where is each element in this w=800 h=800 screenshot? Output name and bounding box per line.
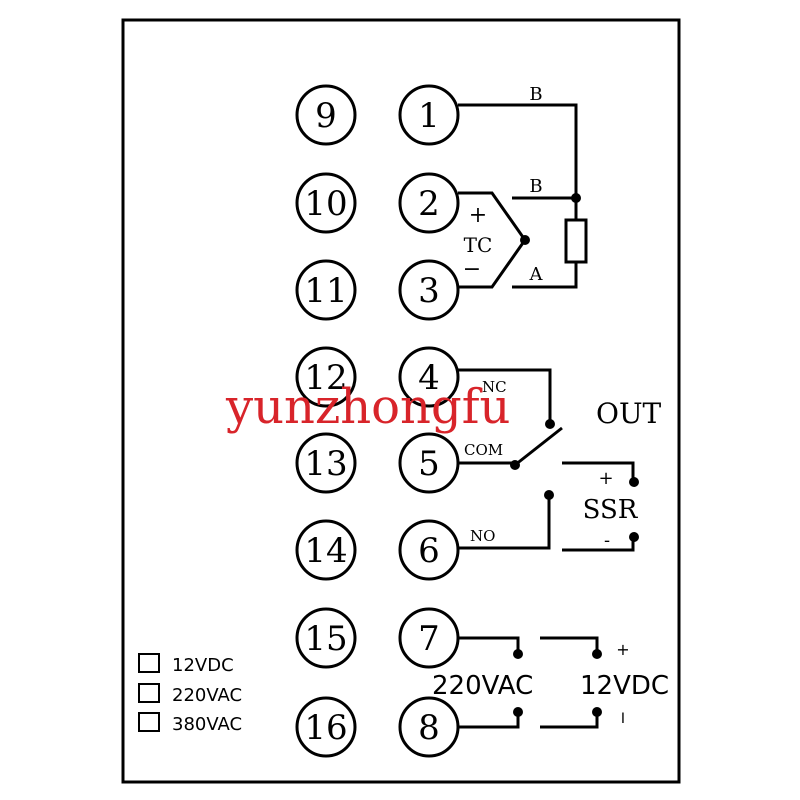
terminal-6-label: 6 (418, 531, 440, 571)
terminal-8: 8 (398, 696, 460, 758)
wire-nc (458, 368, 552, 420)
wire-ssr-plus (562, 461, 635, 482)
vac-top-dot (513, 649, 523, 659)
terminal-11-label: 11 (304, 271, 347, 311)
sensor-wiring (458, 103, 588, 289)
ssr-minus-sign: - (604, 530, 610, 551)
terminal-4-label: 4 (418, 358, 440, 398)
wire-rtd-a (512, 262, 578, 289)
label-b-mid: B (529, 176, 542, 197)
power-option-legend: 12VDC 220VAC 380VAC (138, 653, 242, 735)
label-com: COM (464, 441, 503, 459)
terminal-12-label: 12 (304, 358, 347, 398)
vdc-bottom-dot (592, 707, 602, 717)
checkbox-220vac (138, 683, 160, 703)
right-terminal-column: 1 2 3 4 5 6 7 8 (398, 84, 460, 758)
left-terminal-column: 9 10 11 12 13 14 15 16 (295, 84, 357, 758)
wire-terminal-1-b (458, 103, 578, 198)
terminal-2: 2 (398, 172, 460, 234)
terminal-5-label: 5 (418, 444, 440, 484)
rtd-resistor-symbol (564, 218, 588, 264)
terminal-15-label: 15 (304, 619, 347, 659)
terminal-10: 10 (295, 172, 357, 234)
relay-no-contact-dot (544, 490, 554, 500)
terminal-9-label: 9 (315, 96, 337, 136)
terminal-3-label: 3 (418, 271, 440, 311)
relay-wiring (458, 368, 563, 550)
thermocouple-junction-dot (520, 235, 530, 245)
wire-no (458, 495, 551, 550)
ssr-plus-dot (629, 477, 639, 487)
terminal-14-label: 14 (304, 531, 347, 571)
junction-dot-b (571, 193, 581, 203)
terminal-16-label: 16 (304, 708, 347, 748)
label-no: NO (470, 527, 495, 545)
terminal-15: 15 (295, 607, 357, 669)
wire-dc-minus (540, 712, 599, 729)
terminal-12: 12 (295, 346, 357, 408)
label-220vac: 220VAC (432, 671, 533, 701)
terminal-16: 16 (295, 696, 357, 758)
wire-terminal-7 (458, 636, 520, 652)
relay-switch-blade (514, 426, 563, 467)
terminal-4: 4 (398, 346, 460, 408)
terminal-8-label: 8 (418, 708, 440, 748)
label-nc: NC (482, 378, 507, 396)
option-380vac: 380VAC (172, 714, 242, 735)
tc-plus-sign: + (469, 203, 487, 228)
ssr-plus-sign: + (598, 468, 613, 489)
option-12vdc: 12VDC (172, 655, 234, 676)
label-12vdc: 12VDC (580, 671, 669, 701)
terminal-13-label: 13 (304, 444, 347, 484)
ssr-minus-dot (629, 532, 639, 542)
terminal-1-label: 1 (418, 96, 440, 136)
terminal-6: 6 (398, 519, 460, 581)
wire-ssr-minus (562, 537, 635, 552)
dc-minus-sign: I (621, 711, 625, 727)
relay-nc-contact-dot (545, 419, 555, 429)
option-220vac: 220VAC (172, 685, 242, 706)
tc-minus-sign: − (463, 257, 481, 282)
terminal-3: 3 (398, 259, 460, 321)
label-b-top: B (529, 84, 542, 105)
ssr-label: SSR (583, 495, 639, 525)
wire-dc-plus (540, 636, 599, 652)
dc-plus-sign: + (616, 640, 629, 659)
vac-bottom-dot (513, 707, 523, 717)
terminal-7-label: 7 (418, 619, 440, 659)
terminal-7: 7 (398, 607, 460, 669)
terminal-2-label: 2 (418, 184, 440, 224)
terminal-13: 13 (295, 432, 357, 494)
vdc-top-dot (592, 649, 602, 659)
relay-com-contact-dot (510, 460, 520, 470)
terminal-1: 1 (398, 84, 460, 146)
label-a: A (529, 264, 544, 285)
terminal-10-label: 10 (304, 184, 347, 224)
terminal-11: 11 (295, 259, 357, 321)
terminal-14: 14 (295, 519, 357, 581)
checkbox-12vdc (138, 653, 160, 673)
label-out: OUT (596, 397, 662, 430)
terminal-9: 9 (295, 84, 357, 146)
terminal-5: 5 (398, 432, 460, 494)
checkbox-380vac (138, 712, 160, 732)
diagram-frame (121, 18, 681, 784)
tc-label: TC (464, 233, 493, 257)
wire-terminal-8 (458, 712, 520, 729)
watermark-text: yunzhongfu (225, 379, 510, 435)
